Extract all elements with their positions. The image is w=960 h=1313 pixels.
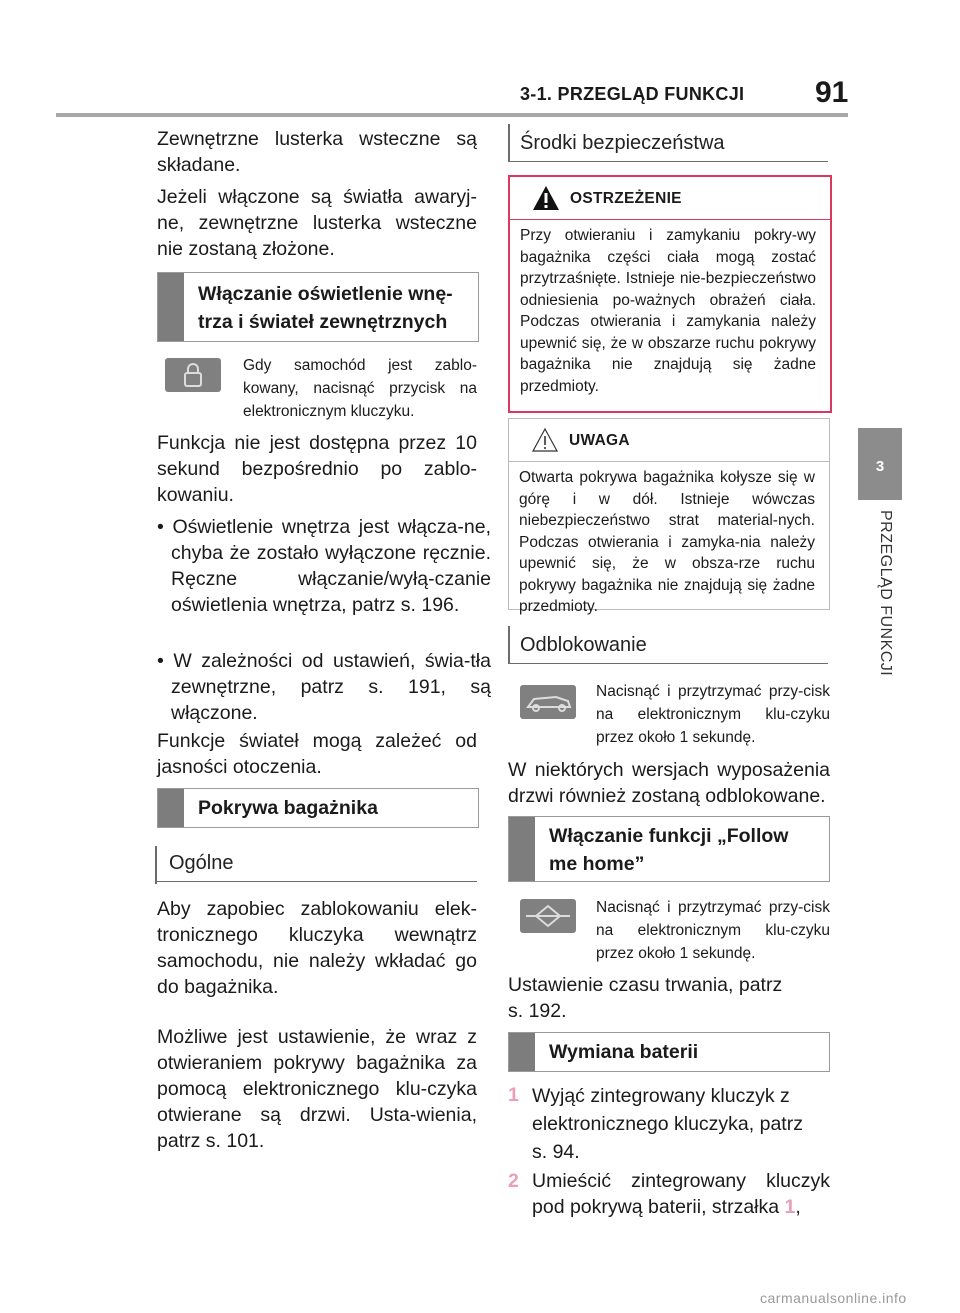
subheading: Ogólne	[157, 852, 477, 882]
subheading-marker	[508, 626, 510, 664]
paragraph-line: s. 192.	[508, 1000, 567, 1022]
icon-description: Gdy samochód jest zablo-kowany, nacisnąć…	[243, 357, 477, 420]
caution-header: UWAGA	[509, 419, 829, 462]
heading-box-interior-lights: Włączanie oświetlenie wnę- trza i świate…	[157, 272, 479, 342]
heading-box-follow-me-home: Włączanie funkcji „Follow me home”	[508, 816, 830, 882]
heading-box-trunk: Pokrywa bagażnika	[157, 788, 479, 828]
paragraph: W niektórych wersjach wyposażenia drzwi …	[508, 759, 830, 807]
page-number: 91	[815, 76, 849, 109]
step-text-body: Umieścić zintegrowany kluczyk pod pokryw…	[532, 1170, 830, 1218]
header-divider	[56, 113, 848, 117]
warning-text: Przy otwieraniu i zamykaniu pokry-wy bag…	[520, 227, 816, 395]
subheading: Środki bezpieczeństwa	[508, 132, 828, 162]
chapter-tab-number: 3	[875, 458, 885, 475]
heading-box-battery: Wymiana baterii	[508, 1032, 830, 1072]
paragraph: Możliwe jest ustawienie, że wraz z otwie…	[157, 1026, 477, 1152]
step-text-end: ,	[795, 1196, 801, 1218]
heading-line: trza i świateł zewnętrznych	[198, 311, 448, 333]
lock-icon	[184, 363, 202, 387]
warning-triangle-icon	[533, 186, 559, 210]
paragraph: Funkcja nie jest dostępna przez 10 sekun…	[157, 432, 477, 506]
icon-description: Nacisnąć i przytrzymać przy-cisk na elek…	[596, 899, 830, 962]
step-number: 1	[508, 1084, 519, 1106]
section-title: 3-1. PRZEGLĄD FUNKCJI	[520, 84, 745, 104]
key-button-illustration	[520, 685, 576, 719]
chapter-tab[interactable]	[858, 428, 902, 500]
paragraph: Aby zapobiec zablokowaniu elek-troniczne…	[157, 898, 477, 998]
subheading-marker	[155, 846, 157, 884]
warning-title: OSTRZEŻENIE	[570, 190, 682, 207]
chapter-tab-label: PRZEGLĄD FUNKCJI	[877, 510, 894, 677]
icon-description: Nacisnąć i przytrzymać przy-cisk na elek…	[596, 683, 830, 746]
paragraph: Jeżeli włączone są światła awaryj-ne, ze…	[157, 186, 477, 260]
heading-line: Pokrywa bagażnika	[198, 797, 378, 819]
heading-line: Wymiana baterii	[549, 1041, 699, 1063]
paragraph-line: Ustawienie czasu trwania, patrz	[508, 974, 783, 996]
heading-bar	[509, 1033, 535, 1071]
heading-bar	[509, 817, 535, 881]
caution-title: UWAGA	[569, 432, 630, 449]
heading-line: me home”	[549, 853, 645, 875]
bullet-item: • Oświetlenie wnętrza jest włącza-ne, ch…	[157, 516, 491, 616]
key-button-illustration	[165, 358, 221, 392]
bullet-item: • W zależności od ustawień, świa-tła zew…	[157, 650, 491, 724]
caution-triangle-icon	[531, 427, 559, 452]
light-beam-icon	[526, 904, 570, 928]
key-button-illustration	[520, 899, 576, 933]
arrow-reference: 1	[784, 1196, 796, 1218]
paragraph: Zewnętrzne lusterka wsteczne są składane…	[157, 128, 477, 176]
car-trunk-icon	[526, 695, 572, 712]
paragraph: Funkcje świateł mogą zależeć od jasności…	[157, 730, 477, 778]
caution-text: Otwarta pokrywa bagażnika kołysze się w …	[519, 469, 815, 615]
step-number: 2	[508, 1170, 519, 1192]
caution-box: UWAGA Otwarta pokrywa bagażnika kołysze …	[508, 418, 830, 615]
warning-header: OSTRZEŻENIE	[510, 177, 830, 220]
heading-line: Włączanie oświetlenie wnę-	[198, 283, 453, 305]
heading-bar	[158, 273, 184, 341]
watermark: carmanualsonline.info	[760, 1290, 907, 1306]
subheading-marker	[508, 124, 510, 162]
subheading: Odblokowanie	[508, 634, 828, 664]
heading-line: Włączanie funkcji „Follow	[549, 825, 789, 847]
step-text: Umieścić zintegrowany kluczyk pod pokryw…	[532, 1168, 830, 1220]
warning-box: OSTRZEŻENIE Przy otwieraniu i zamykaniu …	[508, 175, 832, 413]
step-text: Wyjąć zintegrowany kluczyk z elektronicz…	[532, 1085, 803, 1163]
heading-bar	[158, 789, 184, 827]
